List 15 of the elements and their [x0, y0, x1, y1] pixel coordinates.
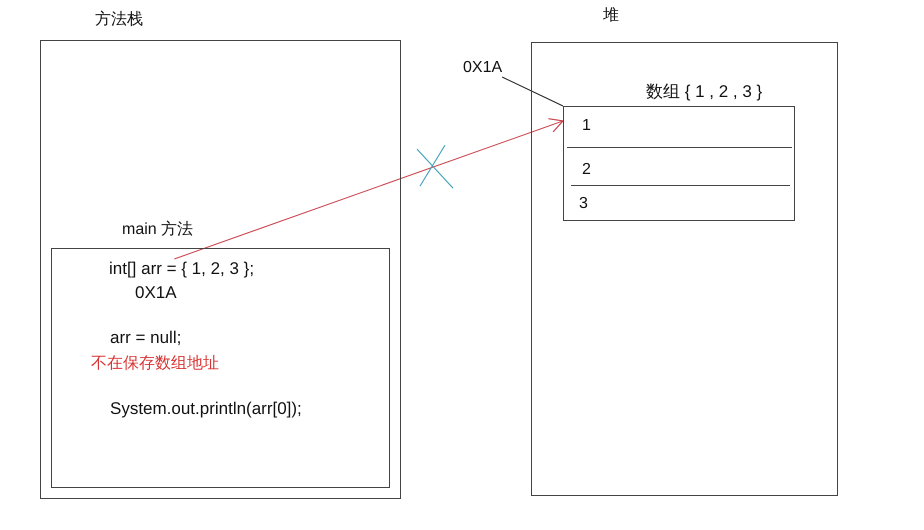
array-heading: 数组 { 1 , 2 , 3 }	[646, 82, 762, 102]
array-value: 3	[579, 194, 588, 213]
code-line: int[] arr = { 1, 2, 3 };	[109, 259, 254, 279]
arrow	[174, 118, 564, 260]
leader-line	[502, 76, 564, 106]
array-value: 2	[582, 160, 591, 179]
code-line: 0X1A	[135, 283, 177, 303]
array-value: 1	[582, 116, 591, 135]
code-line: arr = null;	[110, 328, 182, 348]
code-line: System.out.println(arr[0]);	[110, 399, 302, 419]
frame-heading: 方法栈	[95, 10, 143, 29]
note-text: 不在保存数组地址	[91, 354, 219, 373]
address-label: 0X1A	[463, 58, 502, 77]
frame-heading: 堆	[603, 6, 619, 25]
frame-heading: main 方法	[122, 220, 194, 239]
